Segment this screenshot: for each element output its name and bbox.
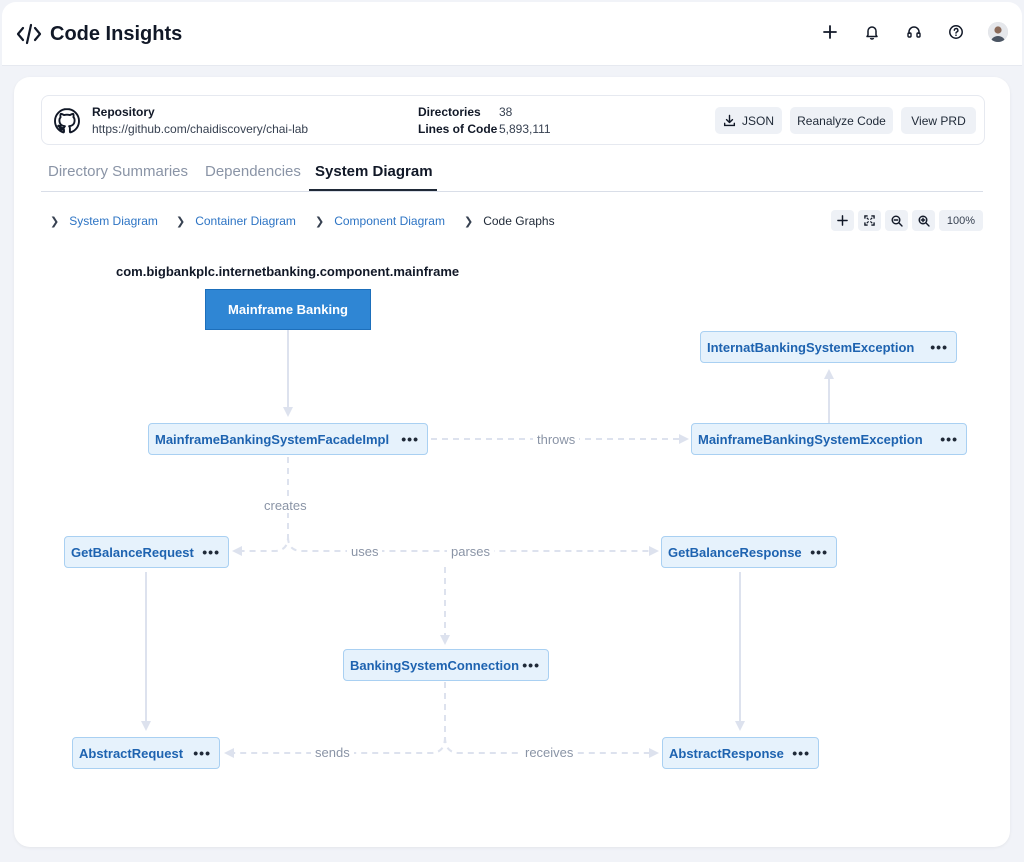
- repository-bar: Repository https://github.com/chaidiscov…: [41, 95, 985, 145]
- node-facade-impl[interactable]: MainframeBankingSystemFacadeImpl •••: [148, 423, 428, 455]
- diagram-edges: [141, 330, 834, 758]
- tab-bar: Directory Summaries Dependencies System …: [41, 159, 983, 192]
- json-download-button[interactable]: JSON: [715, 107, 782, 134]
- avatar[interactable]: [988, 22, 1008, 42]
- more-icon[interactable]: •••: [202, 544, 220, 560]
- download-icon: [723, 114, 736, 127]
- zoom-out-button[interactable]: [885, 210, 908, 231]
- zoom-in-icon: [918, 215, 930, 227]
- edge-label-creates: creates: [260, 498, 311, 513]
- node-label: AbstractResponse: [669, 745, 784, 761]
- node-internat-banking-exception[interactable]: InternatBankingSystemException •••: [700, 331, 957, 363]
- breadcrumb-item[interactable]: ❯ Component Diagram: [315, 214, 445, 228]
- code-icon: [16, 23, 42, 45]
- top-bar: Code Insights: [2, 2, 1022, 66]
- node-label: AbstractRequest: [79, 745, 184, 761]
- tab-directory-summaries[interactable]: Directory Summaries: [48, 163, 189, 180]
- brand[interactable]: Code Insights: [16, 22, 182, 46]
- view-prd-button[interactable]: View PRD: [901, 107, 976, 134]
- breadcrumb-container-diagram[interactable]: Container Diagram: [195, 214, 296, 228]
- more-icon[interactable]: •••: [193, 745, 211, 761]
- plus-icon[interactable]: [820, 22, 840, 42]
- system-diagram-canvas: com.bigbankplc.internetbanking.component…: [14, 77, 1010, 847]
- tab-system-diagram[interactable]: System Diagram: [315, 163, 433, 180]
- node-get-balance-response[interactable]: GetBalanceResponse •••: [661, 536, 837, 568]
- lines-of-code-value: 5,893,111: [499, 122, 551, 136]
- breadcrumb-system-diagram[interactable]: System Diagram: [69, 214, 158, 228]
- zoom-level[interactable]: 100%: [939, 210, 983, 231]
- more-icon[interactable]: •••: [792, 745, 810, 761]
- repository-label: Repository: [92, 105, 155, 119]
- app-title: Code Insights: [50, 22, 183, 45]
- lines-of-code-label: Lines of Code: [418, 122, 498, 136]
- node-banking-system-connection[interactable]: BankingSystemConnection •••: [343, 649, 549, 681]
- node-label: MainframeBankingSystemFacadeImpl: [155, 431, 390, 447]
- node-label: MainframeBankingSystemException: [698, 431, 923, 447]
- help-icon[interactable]: [946, 22, 966, 42]
- breadcrumb-item[interactable]: ❯ System Diagram: [50, 214, 158, 228]
- edge-label-throws: throws: [533, 432, 580, 447]
- zoom-in-button[interactable]: [912, 210, 935, 231]
- more-icon[interactable]: •••: [401, 431, 419, 447]
- chevron-right-icon: ❯: [315, 216, 325, 228]
- repository-url[interactable]: https://github.com/chaidiscovery/chai-la…: [92, 122, 309, 136]
- node-abstract-request[interactable]: AbstractRequest •••: [72, 737, 220, 769]
- directories-value: 38: [499, 105, 513, 119]
- edge-label-uses: uses: [347, 544, 383, 559]
- more-icon[interactable]: •••: [940, 431, 958, 447]
- node-label: InternatBankingSystemException: [707, 339, 915, 355]
- tab-dependencies[interactable]: Dependencies: [205, 163, 301, 180]
- zoom-toolbar: 100%: [831, 210, 983, 231]
- chevron-right-icon: ❯: [464, 216, 474, 228]
- breadcrumb-item[interactable]: ❯ Container Diagram: [176, 214, 296, 228]
- add-node-button[interactable]: [831, 210, 854, 231]
- more-icon[interactable]: •••: [810, 544, 828, 560]
- breadcrumb-code-graphs: Code Graphs: [483, 214, 555, 228]
- zoom-out-icon: [891, 215, 903, 227]
- breadcrumb-item: ❯ Code Graphs: [464, 214, 555, 228]
- node-abstract-response[interactable]: AbstractResponse •••: [662, 737, 819, 769]
- node-label: GetBalanceResponse: [668, 544, 802, 560]
- edge-sends: [224, 682, 446, 758]
- fit-view-button[interactable]: [858, 210, 881, 231]
- chevron-right-icon: ❯: [50, 216, 60, 228]
- json-button-label: JSON: [741, 113, 774, 128]
- chevron-right-icon: ❯: [176, 216, 186, 228]
- reanalyze-code-button[interactable]: Reanalyze Code: [790, 107, 893, 134]
- node-mainframe-banking-exception[interactable]: MainframeBankingSystemException •••: [691, 423, 967, 455]
- fullscreen-icon: [864, 215, 875, 226]
- edge-label-receives: receives: [521, 745, 578, 760]
- more-icon[interactable]: •••: [522, 657, 540, 673]
- bell-icon[interactable]: [862, 22, 882, 42]
- headset-icon[interactable]: [904, 22, 924, 42]
- more-icon[interactable]: •••: [930, 339, 948, 355]
- github-icon: [54, 108, 80, 134]
- node-get-balance-request[interactable]: GetBalanceRequest •••: [64, 536, 229, 568]
- main-card: Repository https://github.com/chaidiscov…: [14, 77, 1010, 847]
- directories-label: Directories: [418, 105, 481, 119]
- active-tab-indicator: [309, 189, 437, 191]
- mainframe-banking-node[interactable]: Mainframe Banking: [205, 289, 371, 330]
- breadcrumb-component-diagram[interactable]: Component Diagram: [334, 214, 445, 228]
- node-label: GetBalanceRequest: [71, 544, 194, 560]
- package-name: com.bigbankplc.internetbanking.component…: [116, 264, 460, 279]
- plus-icon: [837, 215, 848, 226]
- edge-label-parses: parses: [447, 544, 495, 559]
- edge-label-sends: sends: [311, 745, 354, 760]
- node-label: BankingSystemConnection: [350, 657, 520, 673]
